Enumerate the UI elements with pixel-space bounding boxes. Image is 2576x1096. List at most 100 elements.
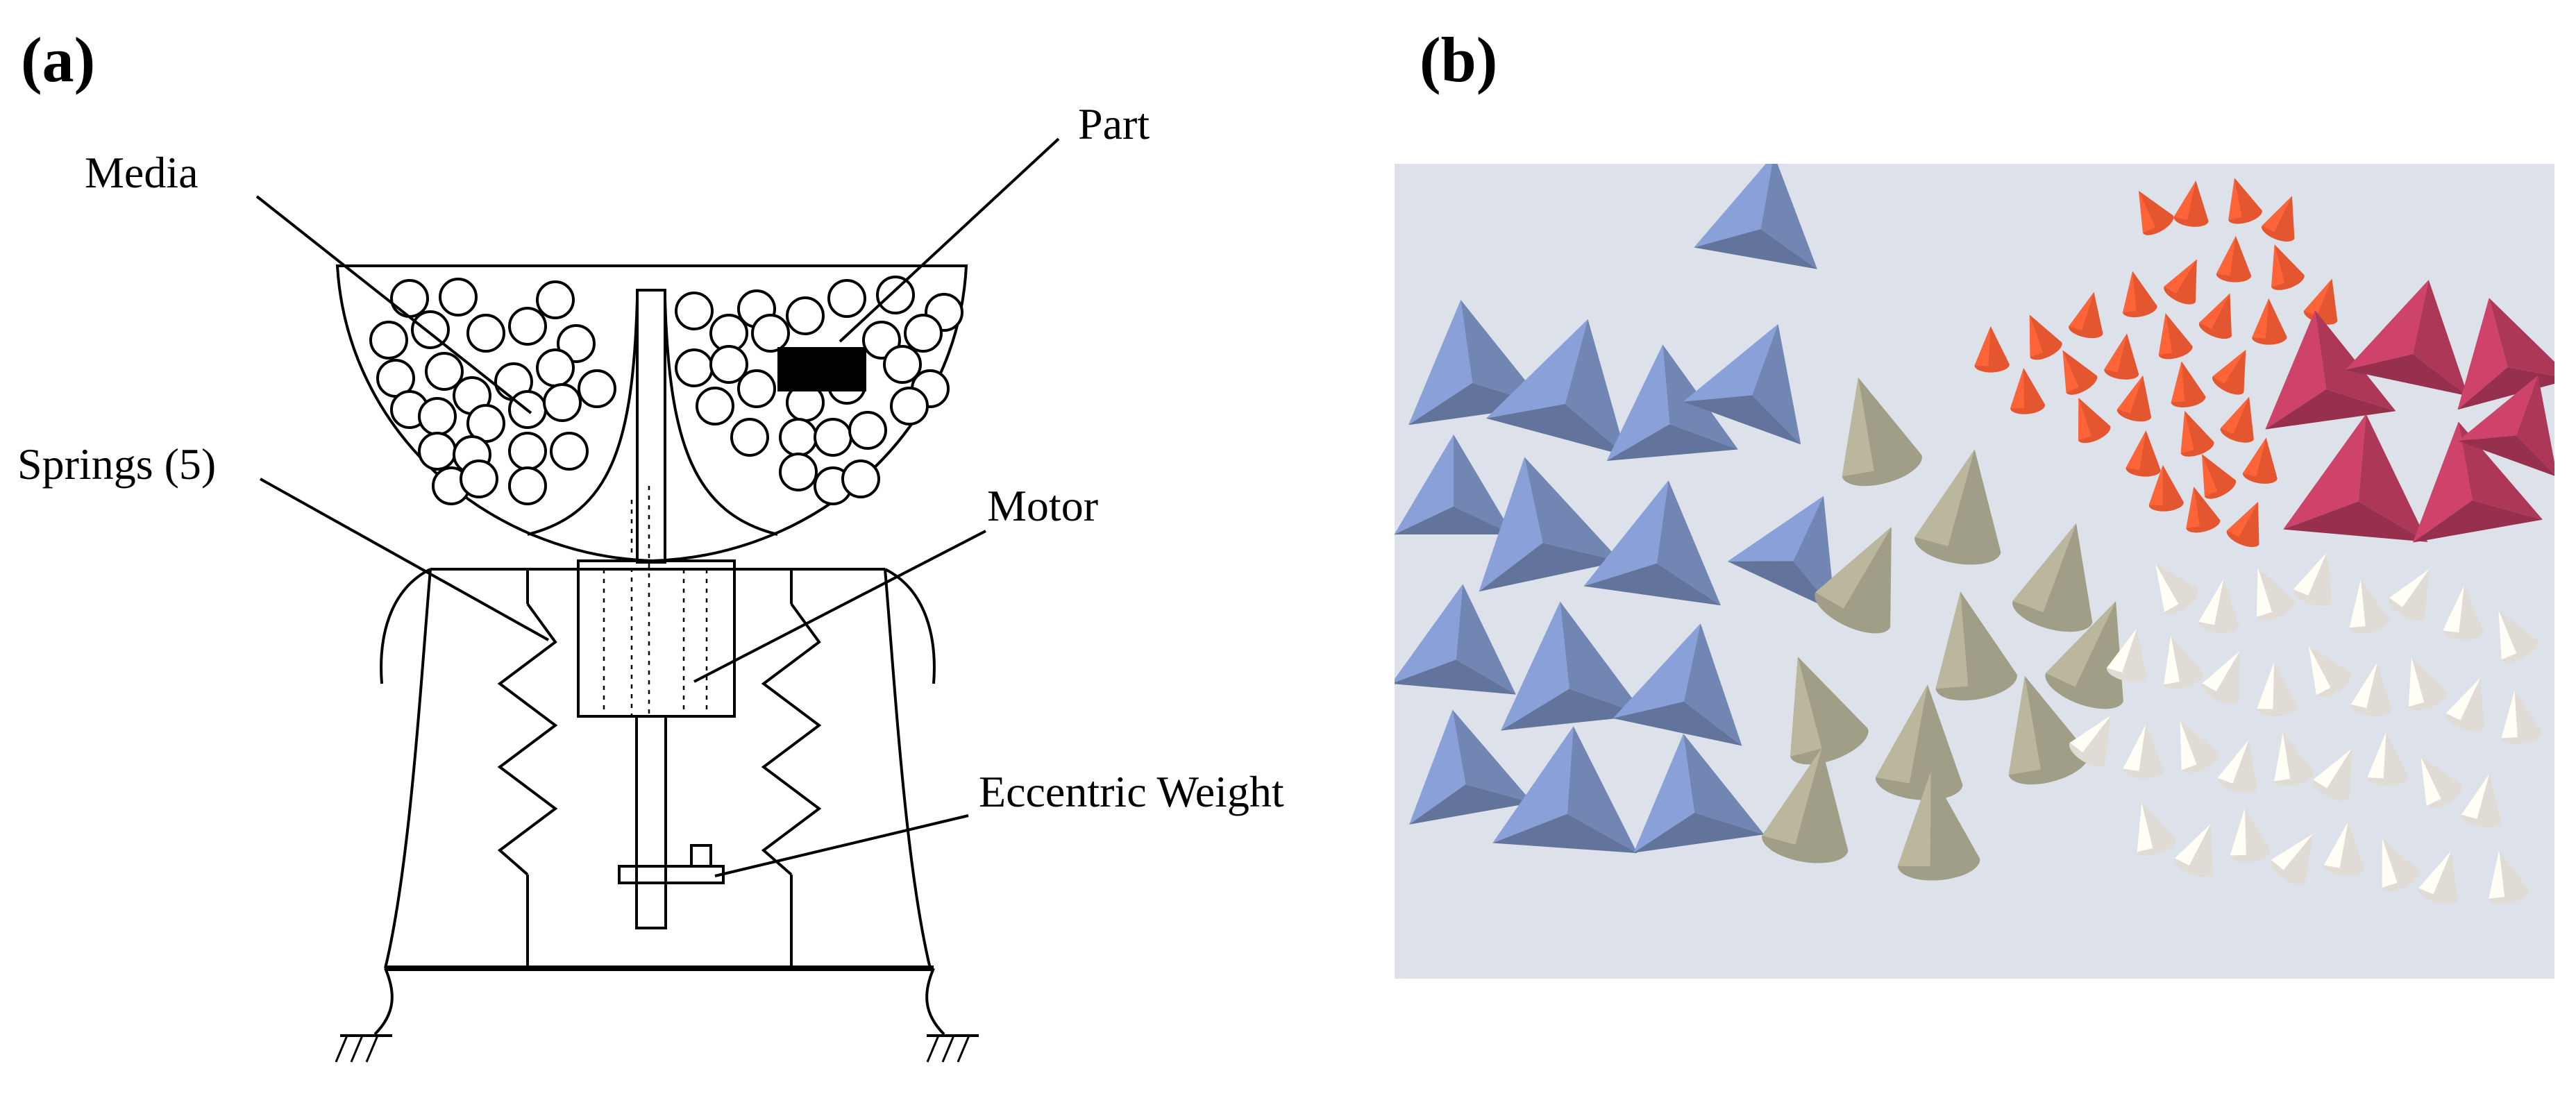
media-ball [786, 296, 825, 335]
media-cone-white [2256, 567, 2295, 621]
media-cone-white [2408, 657, 2448, 711]
media-cone-white [2270, 834, 2314, 885]
media-cone-white [2180, 720, 2219, 773]
media-cone-white [2349, 579, 2390, 634]
media-cone-orange [2171, 361, 2206, 407]
media-cone-orange [2069, 292, 2103, 339]
media-cone-white [2230, 808, 2271, 862]
callout-motor: Motor [987, 481, 1098, 530]
media-cone-white [2174, 824, 2213, 877]
media-ball [675, 348, 714, 387]
media-cone-white [2198, 579, 2239, 633]
media-cone-orange [2243, 437, 2278, 484]
media-cone-white [2443, 586, 2484, 640]
media-cone-white [2202, 650, 2240, 704]
media-cone-orange [2252, 298, 2287, 345]
media-cone-white [2498, 609, 2539, 663]
media-ball [508, 466, 547, 505]
media-ball [883, 345, 922, 384]
media-pyramid-pink [2457, 298, 2554, 410]
media-balls [369, 276, 963, 505]
media-cone-white [2312, 748, 2352, 802]
media-cone-white [2323, 822, 2365, 876]
media-cone-grey [1790, 657, 1869, 765]
media-ball [543, 383, 582, 422]
media-cone-grey [1875, 684, 1963, 800]
media-cone-orange [2226, 501, 2259, 548]
callout-springs: Springs (5) [17, 439, 216, 489]
media-cone-white [2489, 850, 2529, 904]
spring-left [497, 602, 558, 876]
media-cone-orange [2180, 410, 2214, 457]
media-cone-orange [2173, 180, 2209, 227]
media-ball [508, 432, 547, 471]
media-cone-grey [1762, 748, 1849, 863]
media-ball [890, 387, 929, 425]
media-cone-white [2309, 646, 2352, 698]
media-ball [709, 345, 748, 384]
media-cone-grey [1914, 449, 2001, 565]
media-cone-grey [2008, 675, 2089, 785]
media-cone-white [2445, 677, 2484, 732]
media-ball [675, 292, 714, 330]
media-cone-orange [2116, 375, 2152, 422]
media-ball [369, 321, 408, 360]
media-cone-white [2155, 563, 2199, 614]
media-cone-white [2418, 850, 2458, 904]
media-cone-orange [2123, 271, 2157, 318]
media-cone-orange [1974, 326, 2010, 373]
media-cone-white [2421, 756, 2462, 809]
media-cone-grey [1897, 771, 1980, 881]
media-cone-orange [2202, 454, 2237, 499]
media-ball [418, 432, 457, 471]
media-ball [779, 453, 818, 491]
media-cone-orange [2158, 313, 2193, 360]
media-cone-orange [2078, 398, 2111, 444]
drive-shaft [635, 715, 667, 929]
media-ball [696, 387, 734, 425]
media-ball [439, 278, 478, 317]
media-ball [876, 276, 915, 314]
media-cone-orange [2164, 259, 2197, 305]
callout-part: Part [1078, 99, 1150, 149]
media-cone-orange [2220, 396, 2254, 443]
media-cone-orange [2212, 349, 2246, 395]
media-cone-orange [2125, 430, 2161, 477]
media-ball [418, 397, 457, 436]
media-ball [536, 280, 575, 319]
finishing-media-photo [1395, 164, 2554, 979]
media-cone-orange [2216, 236, 2252, 283]
media-ball [550, 432, 589, 471]
media-ball [779, 418, 818, 457]
motor-housing [577, 559, 736, 718]
part-block [777, 347, 866, 391]
media-ball [508, 307, 547, 346]
media-cone-orange [2262, 196, 2295, 242]
media-cone-orange [2186, 487, 2221, 533]
media-pyramid-blue [1395, 435, 1513, 534]
leader-springs [260, 478, 549, 641]
panel-label-b: (b) [1420, 24, 1498, 95]
media-ball [737, 369, 776, 408]
media-cone-orange [2148, 465, 2184, 512]
media-cone-grey [1842, 377, 1922, 487]
media-ball [814, 418, 852, 457]
media-ball [411, 310, 450, 349]
media-cone-white [2382, 838, 2420, 891]
media-cone-orange [2228, 178, 2262, 224]
media-cone-white [2069, 715, 2112, 767]
media-ball [841, 460, 880, 498]
media-cone-orange [2198, 293, 2232, 339]
ground-feet [335, 968, 979, 1063]
callout-media: Media [85, 148, 199, 197]
media-ball [751, 314, 790, 353]
leader-eccentric-weight [714, 814, 969, 877]
media-cone-orange [2303, 278, 2338, 325]
spring-posts [526, 569, 793, 968]
media-cone-white [2257, 662, 2298, 716]
media-ball [460, 460, 498, 498]
media-cone-orange [2062, 350, 2098, 395]
media-cone-orange [2271, 244, 2305, 290]
media-cone-grey [1815, 526, 1892, 634]
media-cone-grey [1935, 591, 2017, 701]
